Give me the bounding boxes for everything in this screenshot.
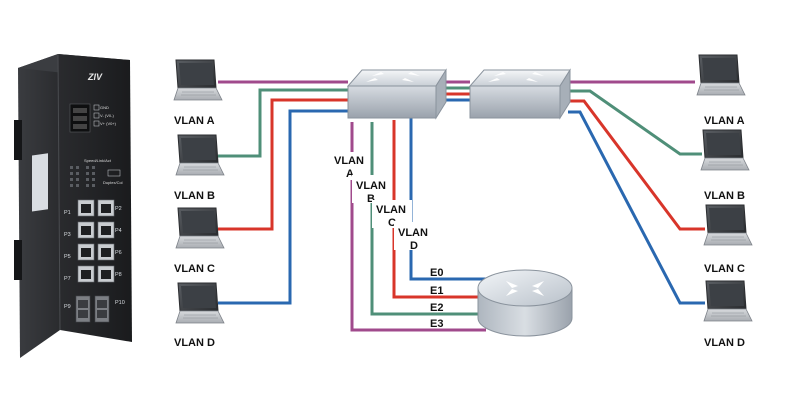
- right-host-label-d: VLAN D: [704, 337, 745, 349]
- device-port-label: P1: [64, 210, 71, 216]
- device-port-label: P6: [115, 250, 122, 256]
- svg-text:VLAN: VLAN: [398, 227, 428, 239]
- left-host-label-c: VLAN C: [174, 263, 215, 275]
- rj45-port-socket: [81, 248, 91, 257]
- svg-text:Duplex/Col: Duplex/Col: [103, 180, 123, 185]
- svg-text:VLAN: VLAN: [334, 155, 364, 167]
- rj45-port-socket: [81, 204, 91, 213]
- svg-text:V- (V0-): V- (V0-): [100, 113, 114, 118]
- svg-text:V+ (V0+): V+ (V0+): [100, 121, 117, 126]
- router-arrows-icon: [506, 281, 544, 296]
- rj45-port-socket: [101, 270, 111, 279]
- left-laptop-icon-a[interactable]: [173, 59, 223, 101]
- sfp-ports: [75, 295, 110, 323]
- trunk-label-vlan-d: VLAN D: [394, 222, 434, 252]
- wire-router-vlan-d: [409, 118, 490, 281]
- left-host-label-d: VLAN D: [174, 337, 215, 349]
- industrial-switch-device: ZIV GND V- (V0-) V+ (V0+) Speed/Link/Act…: [14, 53, 132, 358]
- wire-left-vlan-c: [218, 98, 350, 231]
- right-laptop-icon-d[interactable]: [703, 280, 753, 322]
- switch-right[interactable]: [468, 68, 571, 120]
- router[interactable]: [477, 269, 573, 337]
- router-port-e0: E0: [430, 267, 443, 279]
- device-port-label: P10: [115, 300, 125, 306]
- device-brand-logo: ZIV: [87, 72, 103, 82]
- switch-arrows-icon: [366, 72, 420, 82]
- right-host-label-a: VLAN A: [704, 115, 745, 127]
- rj45-ports: [77, 199, 115, 283]
- switch-arrows-icon: [488, 72, 544, 82]
- left-laptop-icon-d[interactable]: [175, 282, 225, 324]
- svg-text:GND: GND: [100, 105, 109, 110]
- right-hosts: [696, 54, 753, 322]
- wire-left-vlan-d: [218, 109, 350, 305]
- router-port-e2: E2: [430, 302, 443, 314]
- wire-right-vlan-b: [568, 89, 702, 156]
- wire-right-vlan-c: [568, 99, 705, 231]
- wire-left-vlan-b: [218, 88, 350, 158]
- svg-text:D: D: [410, 240, 418, 252]
- left-hosts: [173, 59, 225, 324]
- rj45-port-socket: [81, 270, 91, 279]
- rj45-port-socket: [81, 226, 91, 235]
- wire-right-vlan-d: [568, 110, 705, 305]
- right-laptop-icon-b[interactable]: [700, 129, 750, 171]
- rj45-port-socket: [101, 226, 111, 235]
- vlan-wires: [218, 80, 705, 332]
- svg-text:C: C: [388, 217, 396, 229]
- right-host-label-c: VLAN C: [704, 263, 745, 275]
- device-port-label: P4: [115, 228, 122, 234]
- router-port-e3: E3: [430, 318, 443, 330]
- device-port-label: P9: [64, 304, 71, 310]
- device-port-label: P3: [64, 232, 71, 238]
- device-port-label: P5: [64, 254, 71, 260]
- device-port-label: P8: [115, 272, 122, 278]
- rj45-port-socket: [101, 204, 111, 213]
- right-host-label-b: VLAN B: [704, 190, 745, 202]
- svg-text:A: A: [346, 168, 354, 180]
- switch-left[interactable]: [346, 68, 447, 120]
- trunk-label-vlan-b: VLAN B: [352, 175, 392, 205]
- right-laptop-icon-a[interactable]: [696, 54, 746, 96]
- wire-router-vlan-c: [392, 120, 482, 299]
- left-host-label-a: VLAN A: [174, 115, 215, 127]
- left-laptop-icon-c[interactable]: [175, 207, 225, 249]
- device-port-label: P7: [64, 276, 71, 282]
- device-port-label: P2: [115, 206, 122, 212]
- svg-text:VLAN: VLAN: [356, 180, 386, 192]
- left-laptop-icon-b[interactable]: [175, 134, 225, 176]
- svg-text:VLAN: VLAN: [376, 204, 406, 216]
- rj45-port-socket: [101, 248, 111, 257]
- left-host-label-b: VLAN B: [174, 190, 215, 202]
- right-laptop-icon-c[interactable]: [703, 204, 753, 246]
- svg-text:Speed/Link/Act: Speed/Link/Act: [84, 158, 112, 163]
- router-port-e1: E1: [430, 285, 443, 297]
- svg-text:B: B: [367, 193, 375, 205]
